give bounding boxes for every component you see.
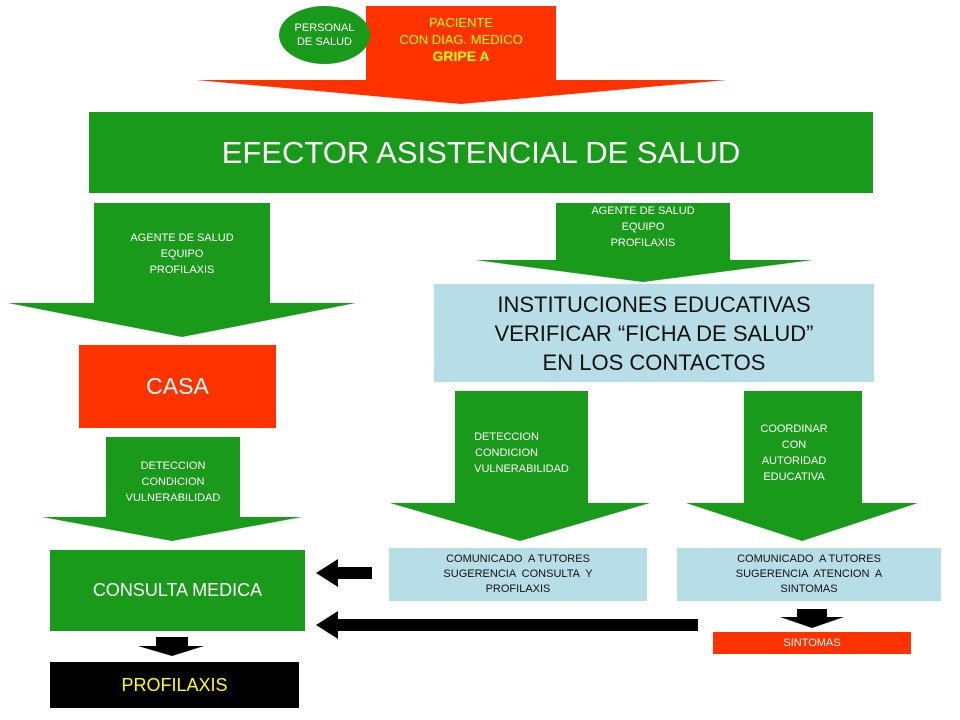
personal-line-1: PERSONAL <box>294 22 355 34</box>
sintomas-box: SINTOMAS <box>713 632 911 654</box>
patient-label: PACIENTE CON DIAG. MEDICO GRIPE A <box>366 14 556 65</box>
agent-left-line-1: AGENTE DE SALUD <box>130 232 234 244</box>
consulta-label: CONSULTA MEDICA <box>92 580 263 600</box>
coordinar-line-2: CON <box>781 439 807 451</box>
back-arrow-short <box>316 559 372 587</box>
personal-line-2: DE SALUD <box>296 36 353 48</box>
instituciones-box: INSTITUCIONES EDUCATIVAS VERIFICAR “FICH… <box>434 284 874 382</box>
detect-left-line-3: VULNERABILIDAD <box>125 492 221 504</box>
profilaxis-label: PROFILAXIS <box>121 674 228 695</box>
patient-line-1: PACIENTE <box>428 15 494 30</box>
agent-right-line-3: PROFILAXIS <box>610 237 676 249</box>
instituciones-line-1: INSTITUCIONES EDUCATIVAS <box>497 291 811 317</box>
agent-left-line-3: PROFILAXIS <box>149 264 215 276</box>
coordinar-arrow <box>686 391 918 541</box>
comunicado-left-line-2: SUGERENCIA CONSULTA Y <box>443 568 593 580</box>
coordinar-label: COORDINAR CON AUTORIDAD EDUCATIVA <box>744 421 844 485</box>
comunicado-left-line-1: COMUNICADO A TUTORES <box>446 553 590 565</box>
casa-label: CASA <box>146 373 209 399</box>
comunicado-left-box: COMUNICADO A TUTORES SUGERENCIA CONSULTA… <box>389 548 647 601</box>
personal-salud-badge: PERSONAL DE SALUD <box>279 6 370 64</box>
agent-right-line-1: AGENTE DE SALUD <box>591 205 695 217</box>
efector-title: EFECTOR ASISTENCIAL DE SALUD <box>221 134 741 170</box>
comunicado-right-line-3: SINTOMAS <box>780 583 838 595</box>
sintomas-label: SINTOMAS <box>783 637 841 649</box>
detect-mid-line-1: DETECCION <box>474 431 539 443</box>
detect-mid-arrow <box>390 391 650 541</box>
agent-left-line-2: EQUIPO <box>160 248 204 260</box>
agent-right-label: AGENTE DE SALUD EQUIPO PROFILAXIS <box>556 203 730 251</box>
efector-box: EFECTOR ASISTENCIAL DE SALUD <box>89 112 873 193</box>
back-arrow-long <box>316 611 698 639</box>
agent-right-line-2: EQUIPO <box>621 221 665 233</box>
instituciones-line-2: VERIFICAR “FICHA DE SALUD” <box>494 320 814 346</box>
detect-mid-line-3: VULNERABILIDAD <box>474 463 569 475</box>
patient-line-3: GRIPE A <box>432 48 490 64</box>
agent-left-label: AGENTE DE SALUD EQUIPO PROFILAXIS <box>94 230 270 278</box>
comunicado-right-box: COMUNICADO A TUTORES SUGERENCIA ATENCION… <box>677 548 941 601</box>
to-sintomas-arrow <box>780 609 844 628</box>
casa-box: CASA <box>79 345 276 428</box>
comunicado-left-line-3: PROFILAXIS <box>485 583 551 595</box>
consulta-box: CONSULTA MEDICA <box>50 550 305 631</box>
agent-left-arrow <box>8 203 356 337</box>
coordinar-line-3: AUTORIDAD <box>761 455 827 467</box>
instituciones-line-3: EN LOS CONTACTOS <box>542 349 766 375</box>
detect-left-arrow <box>42 437 302 541</box>
comunicado-right-line-2: SUGERENCIA ATENCION A <box>735 568 883 580</box>
detect-mid-line-2: CONDICION <box>475 447 538 459</box>
detect-left-label: DETECCION CONDICION VULNERABILIDAD <box>106 458 240 506</box>
detect-left-line-2: CONDICION <box>141 476 205 488</box>
detect-left-line-1: DETECCION <box>140 460 206 472</box>
agent-right-arrow <box>475 203 813 282</box>
patient-line-2: CON DIAG. MEDICO <box>399 32 523 47</box>
detect-mid-label: DETECCION CONDICION VULNERABILIDAD <box>455 429 588 477</box>
to-profilaxis-arrow <box>138 637 204 656</box>
patient-arrow <box>196 6 727 104</box>
comunicado-right-line-1: COMUNICADO A TUTORES <box>737 553 881 565</box>
profilaxis-box: PROFILAXIS <box>50 662 299 708</box>
coordinar-line-4: EDUCATIVA <box>763 471 825 483</box>
coordinar-line-1: COORDINAR <box>760 423 828 435</box>
